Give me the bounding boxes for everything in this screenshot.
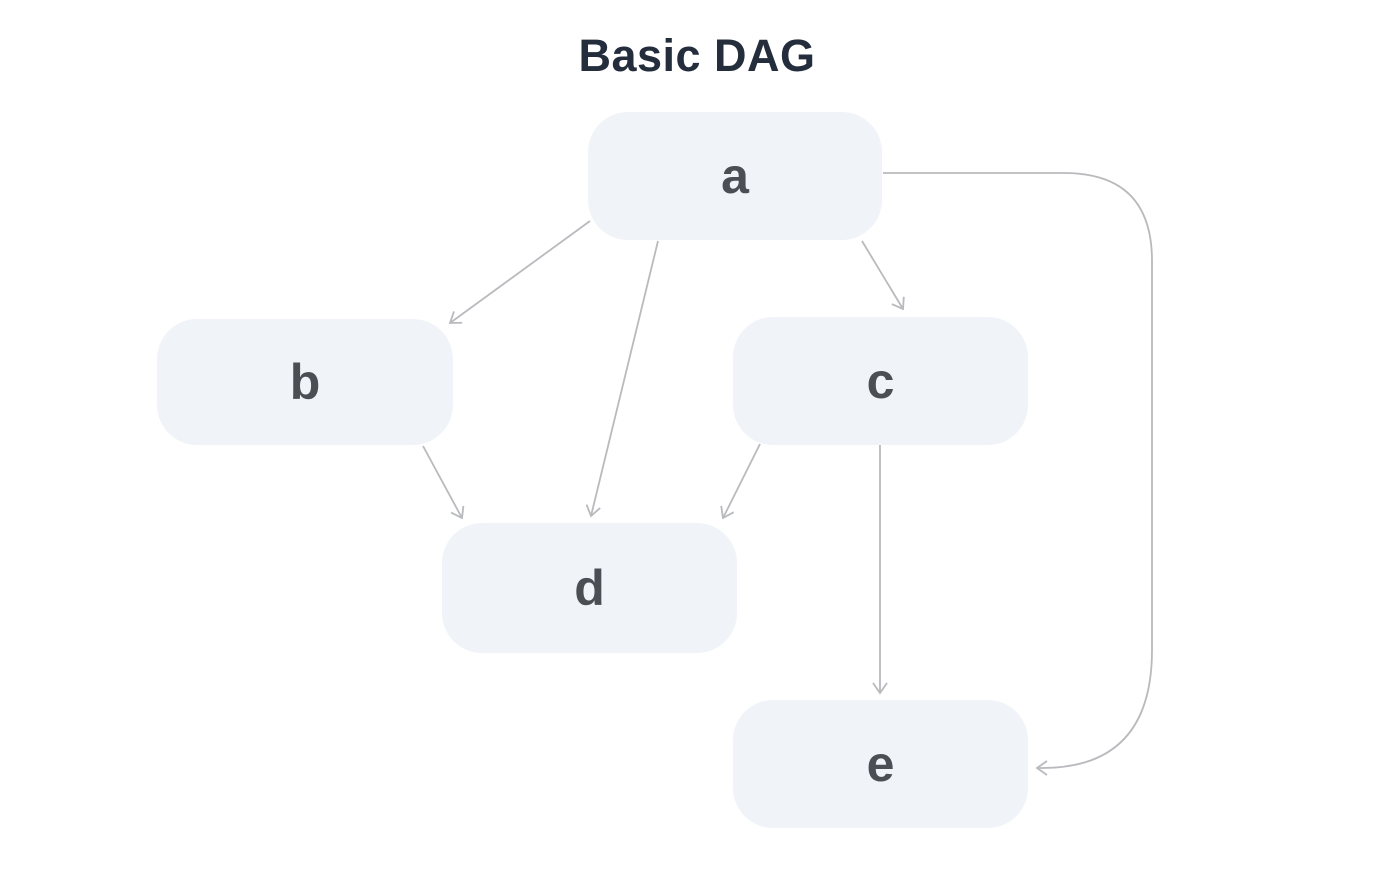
node-label-c: c	[866, 353, 895, 409]
diagram-title: Basic DAG	[578, 30, 816, 81]
node-label-e: e	[866, 736, 895, 792]
node-label-b: b	[289, 354, 321, 410]
node-label-a: a	[721, 148, 749, 204]
node-label-d: d	[574, 560, 605, 616]
edge-c-d	[720, 443, 761, 520]
edge-a-d	[585, 240, 659, 518]
edge-a-c	[861, 240, 905, 311]
node-e[interactable]: e	[733, 700, 1028, 828]
node-d[interactable]: d	[442, 523, 737, 653]
node-b[interactable]: b	[157, 319, 453, 445]
edge-a-e	[883, 172, 1153, 776]
edge-a-b	[448, 220, 591, 324]
node-c[interactable]: c	[733, 317, 1028, 445]
node-a[interactable]: a	[588, 112, 882, 240]
edge-b-d	[422, 445, 465, 520]
